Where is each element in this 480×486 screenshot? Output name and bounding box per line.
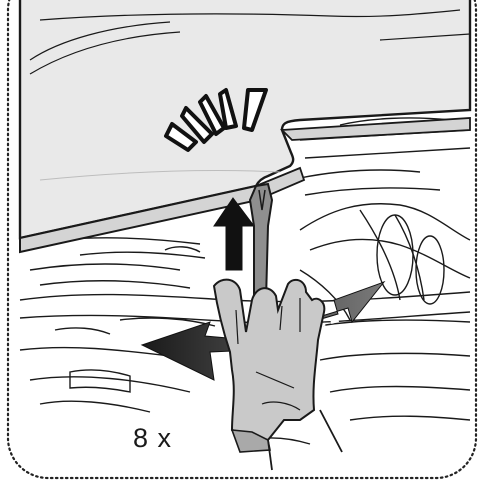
repeat-count-label: 8 x xyxy=(133,423,172,454)
scene xyxy=(20,0,470,470)
gloved-hand-icon xyxy=(214,280,342,470)
trim-removal-tool-icon xyxy=(250,184,272,300)
